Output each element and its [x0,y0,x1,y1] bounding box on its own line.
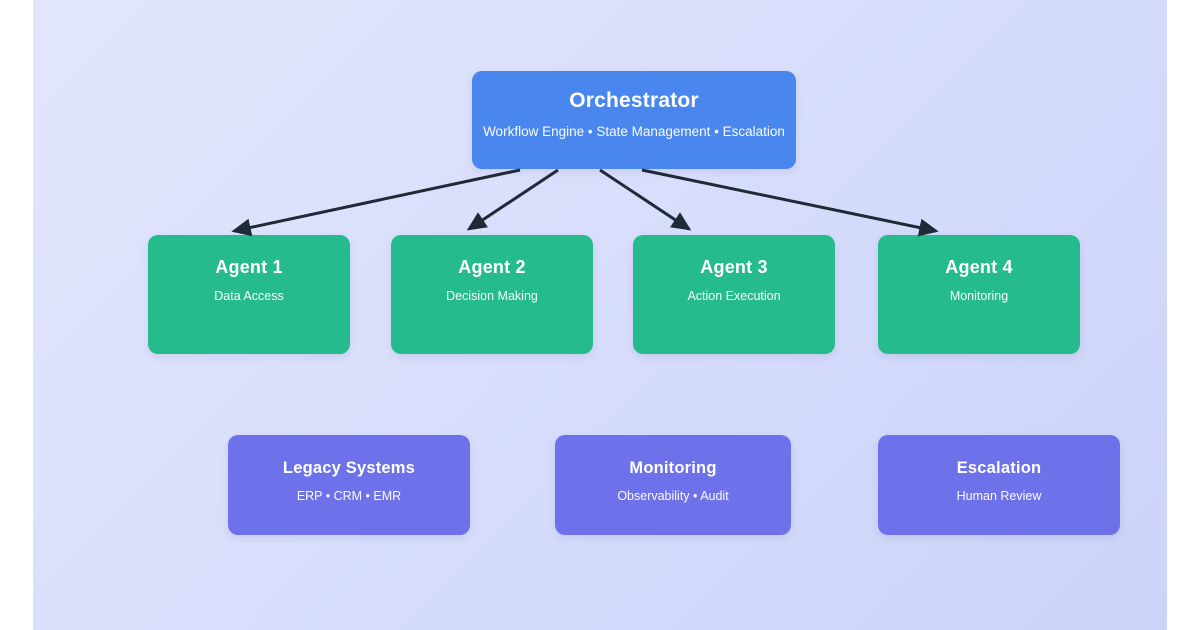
legacy-systems-subtitle: ERP • CRM • EMR [296,489,402,503]
agent-2-node: Agent 2 Decision Making [391,235,593,354]
agent-3-node: Agent 3 Action Execution [633,235,835,354]
agent-1-subtitle: Data Access [214,289,284,303]
agent-3-title: Agent 3 [700,257,768,277]
escalation-subtitle: Human Review [956,489,1042,503]
monitoring-subtitle: Observability • Audit [617,489,729,503]
legacy-systems-node: Legacy Systems ERP • CRM • EMR [228,435,470,535]
escalation-node: Escalation Human Review [878,435,1120,535]
orchestrator-subtitle: Workflow Engine • State Management • Esc… [483,124,785,139]
diagram-canvas: Orchestrator Workflow Engine • State Man… [33,0,1167,630]
agent-3-subtitle: Action Execution [687,289,781,303]
monitoring-title: Monitoring [629,459,717,477]
orchestrator-title: Orchestrator [569,89,699,112]
agent-1-title: Agent 1 [215,257,283,277]
agent-4-title: Agent 4 [945,257,1013,277]
agent-2-subtitle: Decision Making [446,289,538,303]
legacy-systems-title: Legacy Systems [282,459,416,477]
escalation-title: Escalation [956,459,1042,477]
monitoring-node: Monitoring Observability • Audit [555,435,791,535]
agent-2-title: Agent 2 [458,257,526,277]
agent-1-node: Agent 1 Data Access [148,235,350,354]
orchestrator-node: Orchestrator Workflow Engine • State Man… [472,71,796,169]
agent-4-subtitle: Monitoring [949,289,1009,303]
agent-4-node: Agent 4 Monitoring [878,235,1080,354]
